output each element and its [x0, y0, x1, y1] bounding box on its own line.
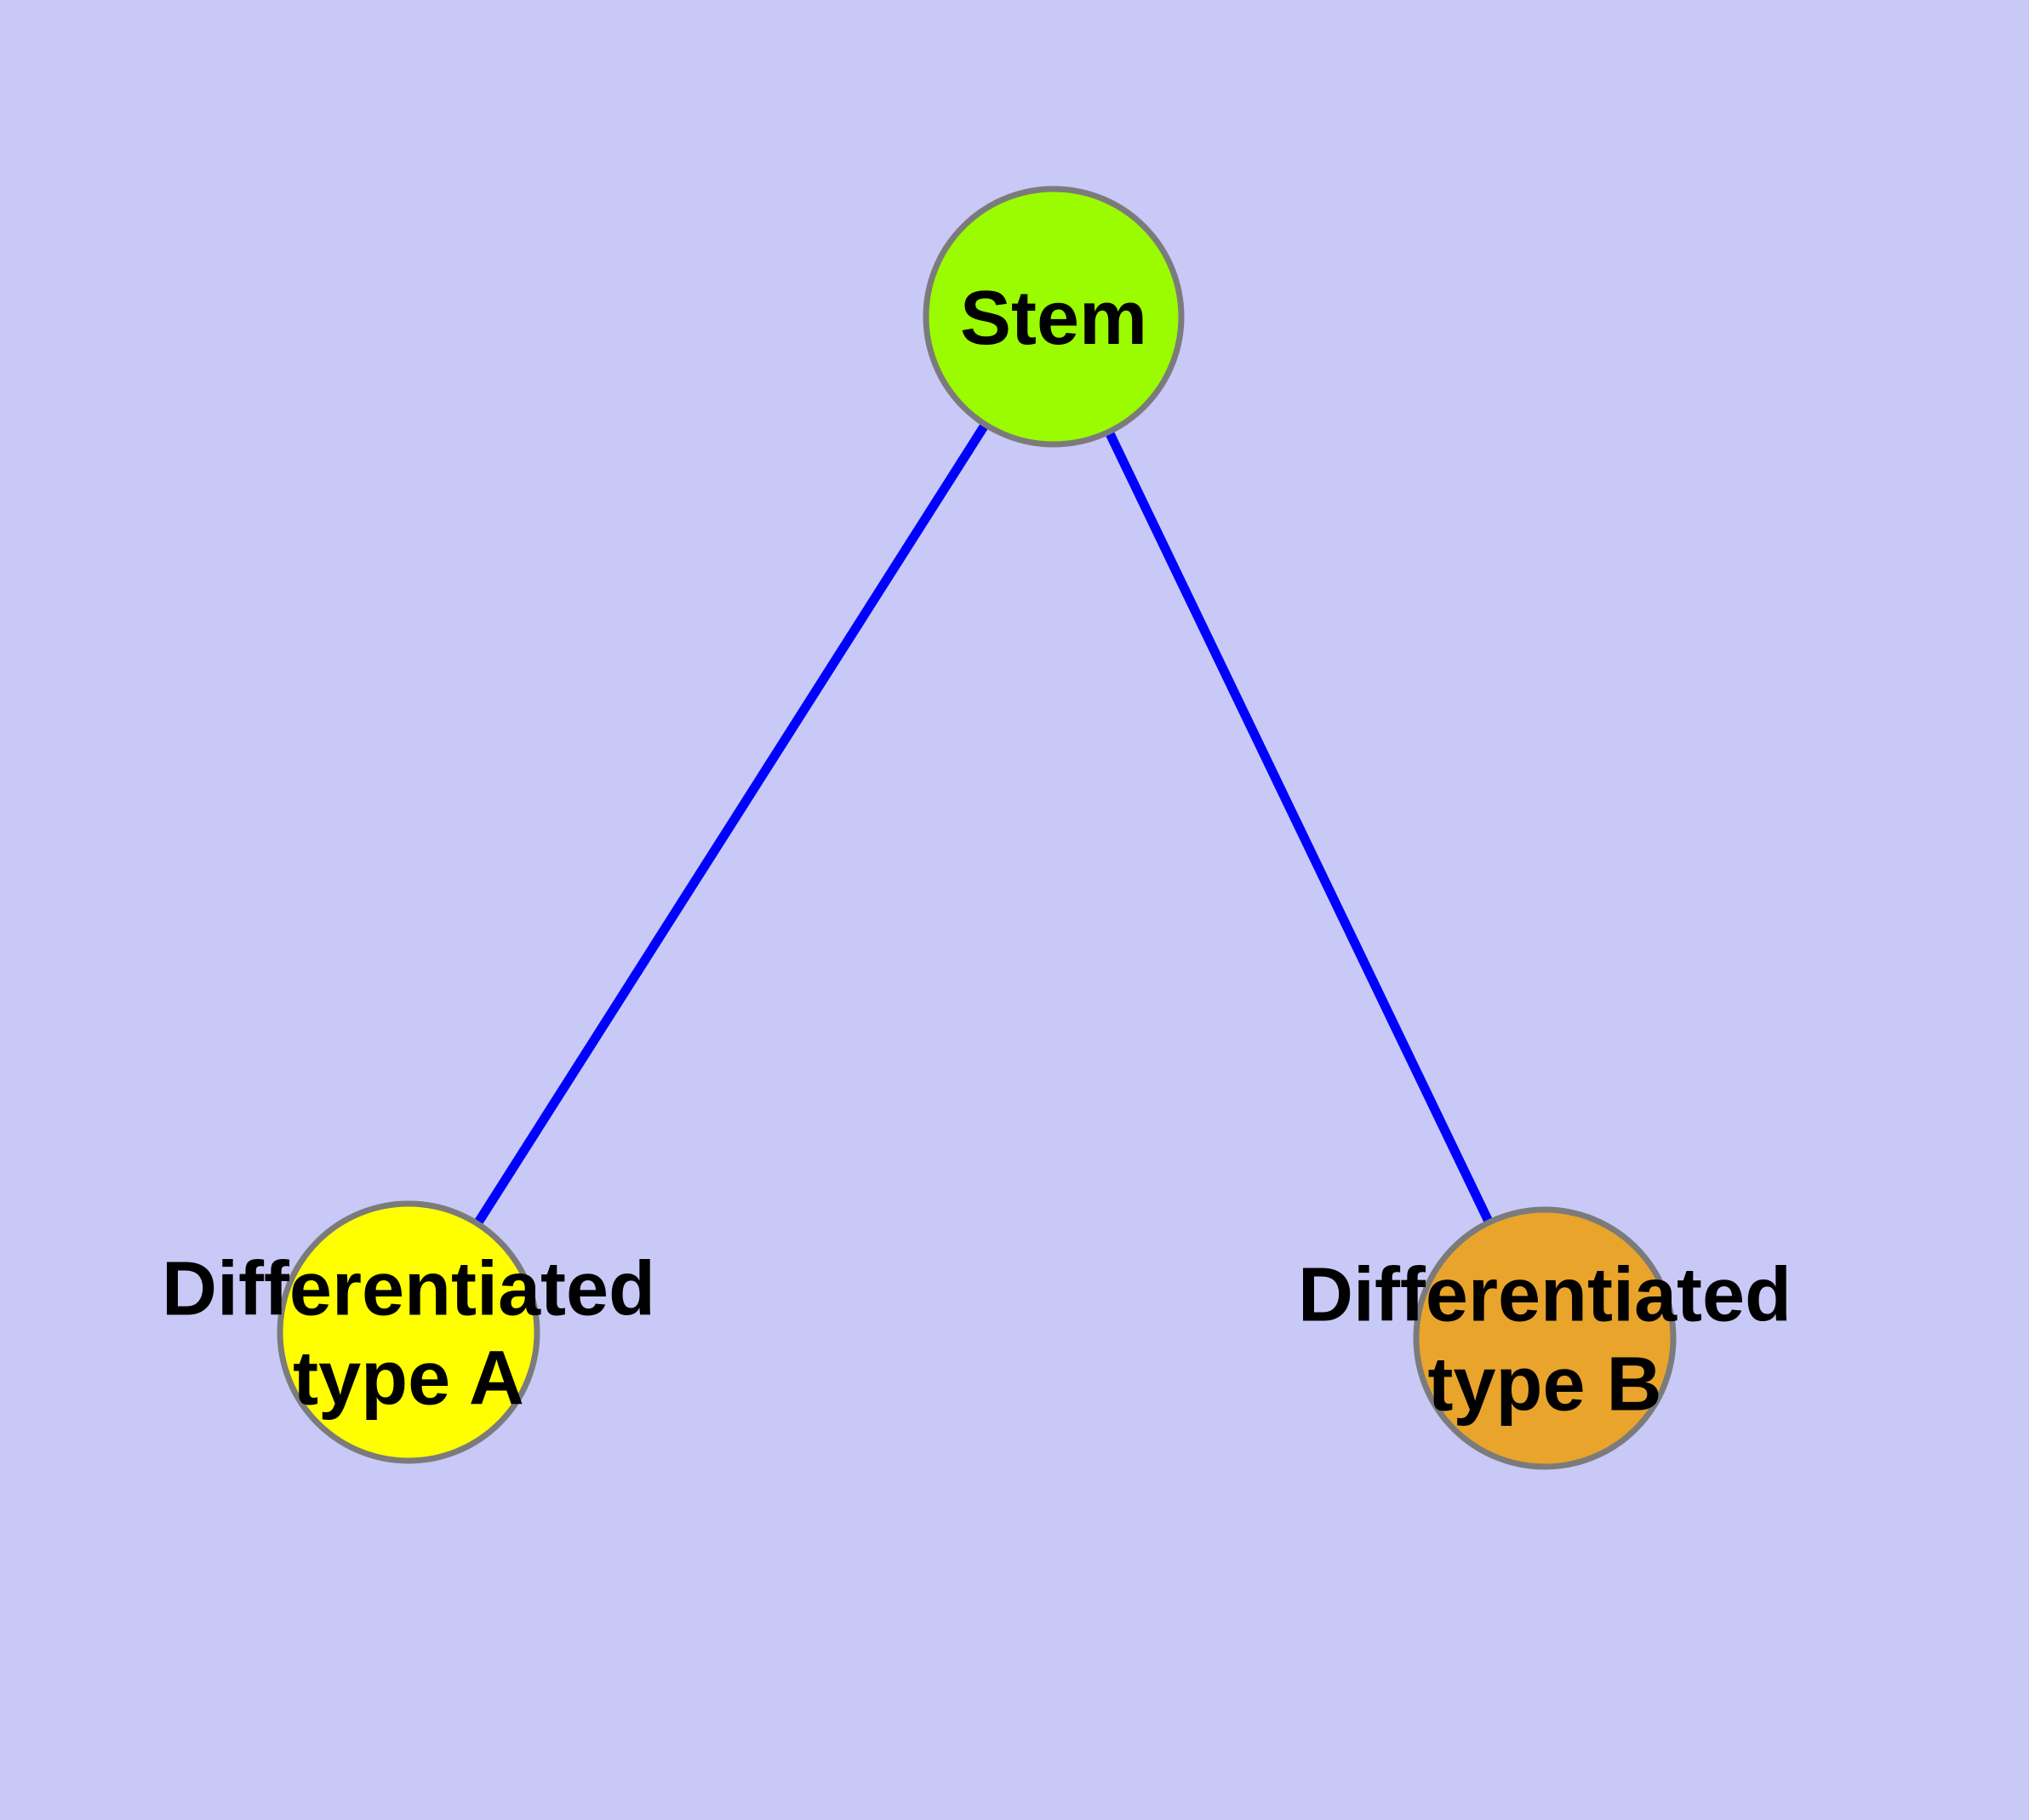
node-circle-type-a	[277, 1200, 540, 1464]
node-circle-type-b	[1413, 1206, 1677, 1470]
node-label-line: type B	[1427, 1342, 1661, 1428]
node-label-line: Stem	[960, 276, 1147, 361]
nodes-layer	[277, 186, 1677, 1470]
edge-stem-to-type-b	[1049, 314, 1549, 1341]
node-circle-stem	[923, 186, 1185, 448]
node-label-line: Differentiated	[162, 1247, 655, 1332]
node-label-stem: Stem	[960, 276, 1147, 361]
node-label-line: Differentiated	[1298, 1253, 1792, 1338]
edge-stem-to-type-a	[404, 314, 1058, 1335]
node-label-line: type A	[293, 1336, 524, 1422]
edges-layer	[404, 314, 1549, 1341]
